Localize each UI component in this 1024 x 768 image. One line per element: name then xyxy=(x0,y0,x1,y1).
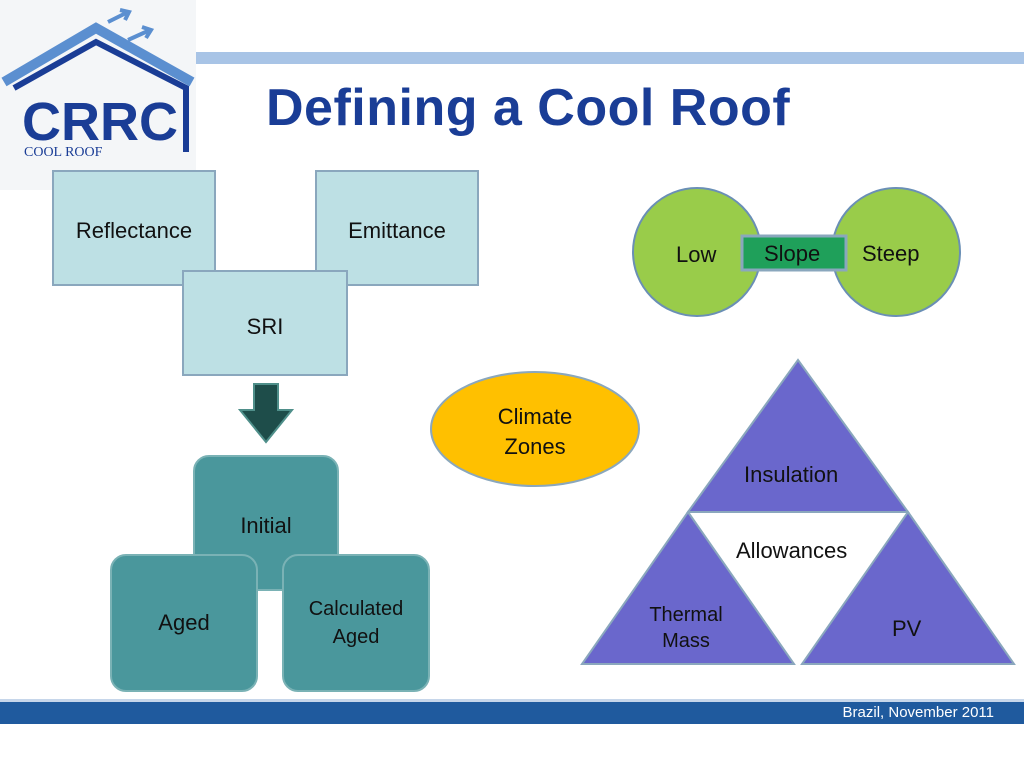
calculated-aged-label: Aged xyxy=(332,626,380,648)
aged-label: Aged xyxy=(158,610,210,635)
sri-label: SRI xyxy=(246,314,284,339)
calculated-aged-box: Calculated Aged xyxy=(282,554,430,692)
zones-label: Zones xyxy=(504,434,566,459)
initial-label: Initial xyxy=(240,513,292,538)
low-label: Low xyxy=(676,242,717,267)
header-rule xyxy=(0,52,1024,64)
reflectance-label: Reflectance xyxy=(75,218,193,243)
footer-bar xyxy=(0,702,1024,724)
climate-label: Climate xyxy=(497,404,573,429)
aged-box: Aged xyxy=(110,554,258,692)
logo-text: CRRC xyxy=(22,92,178,152)
crrc-logo: CRRC COOL ROOF xyxy=(0,0,196,190)
thermal-mass-label: Thermal Mass xyxy=(632,602,740,654)
allowances-triangles xyxy=(580,358,1016,665)
climate-zones-label: Climate Zones xyxy=(428,402,642,462)
footer-rule xyxy=(0,699,1024,702)
climate-zones-ellipse xyxy=(430,371,640,487)
pv-triangle xyxy=(800,510,1016,665)
pv-label: PV xyxy=(892,616,922,641)
logo-subtext: COOL ROOF xyxy=(24,145,103,160)
initial-box: Initial xyxy=(193,455,339,591)
slope-box xyxy=(740,234,848,272)
page-title: Defining a Cool Roof xyxy=(266,79,791,137)
insulation-label: Insulation xyxy=(744,462,839,487)
steep-label: Steep xyxy=(862,241,920,266)
allowances-label: Allowances xyxy=(736,538,848,563)
reflectance-box: Reflectance xyxy=(52,170,216,286)
down-arrow-icon xyxy=(238,383,294,444)
thermal-label: Thermal xyxy=(649,604,723,626)
emittance-label: Emittance xyxy=(348,218,446,243)
thermal-mass-triangle xyxy=(580,510,796,665)
slope-diagram xyxy=(632,187,961,317)
sri-box: SRI xyxy=(182,270,348,376)
slope-label: Slope xyxy=(764,241,821,266)
emittance-box: Emittance xyxy=(315,170,479,286)
insulation-triangle xyxy=(686,358,910,513)
footer-text: Brazil, November 2011 xyxy=(842,704,994,721)
mass-label: Mass xyxy=(662,630,710,652)
calculated-label: Calculated xyxy=(308,598,404,620)
